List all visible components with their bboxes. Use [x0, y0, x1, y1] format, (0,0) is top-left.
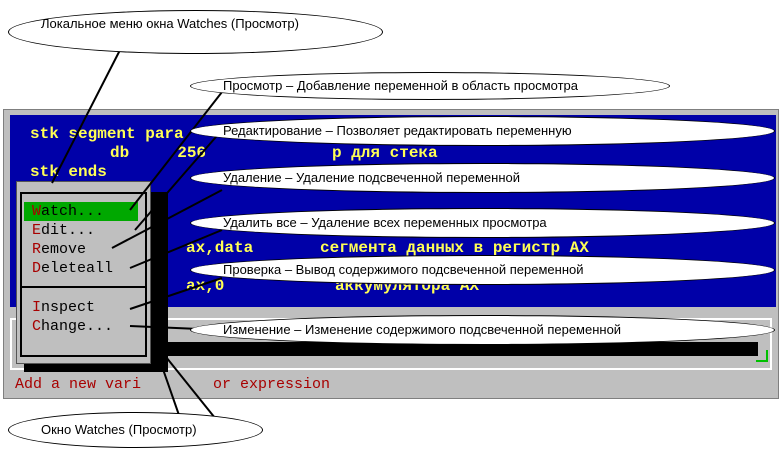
- watches-pane-shadow: [150, 342, 758, 356]
- menu-item-label: emove: [41, 241, 87, 258]
- status-bar: Add a new vari or expression: [10, 375, 772, 394]
- code-comment: р для стека: [332, 144, 438, 162]
- callout-text: Локальное меню окна Watches (Просмотр): [41, 16, 299, 31]
- code-line: stk ends: [30, 163, 107, 181]
- code-line: stk segment para: [30, 125, 184, 143]
- code-line: ax,0: [186, 277, 225, 295]
- menu-hotkey: R: [32, 241, 42, 258]
- callout-text: Окно Watches (Просмотр): [41, 422, 197, 437]
- callout-text: Просмотр – Добавление переменной в облас…: [223, 78, 579, 93]
- menu-item-label: atch...: [41, 203, 105, 220]
- menu-item-deleteall[interactable]: Deleteall: [24, 259, 138, 278]
- menu-item-remove[interactable]: Remove: [24, 240, 138, 259]
- callout-watch: Просмотр – Добавление переменной в облас…: [190, 72, 670, 100]
- callout-local-menu: Локальное меню окна Watches (Просмотр): [8, 10, 383, 54]
- callout-text: Изменение – Изменение содержимого подсве…: [223, 322, 622, 337]
- menu-hotkey: C: [32, 318, 42, 335]
- resize-corner[interactable]: [756, 350, 768, 362]
- callout-remove: Удаление – Удаление подсвеченной перемен…: [190, 163, 775, 193]
- code-line: ax,data: [186, 239, 254, 257]
- menu-item-watch[interactable]: Watch...: [24, 202, 138, 221]
- menu-item-edit[interactable]: Edit...: [24, 221, 138, 240]
- menu-separator: [20, 286, 147, 288]
- menu-hotkey: E: [32, 222, 42, 239]
- menu-hotkey: I: [32, 299, 42, 316]
- menu-frame: [20, 192, 147, 357]
- callout-deleteall: Удалить все – Удаление всех переменных п…: [190, 208, 775, 238]
- callout-edit: Редактирование – Позволяет редактировать…: [190, 116, 775, 146]
- callout-text: Редактирование – Позволяет редактировать…: [223, 123, 572, 138]
- menu-item-inspect[interactable]: Inspect: [24, 298, 138, 317]
- code-line: db 256: [110, 144, 207, 162]
- callout-inspect: Проверка – Вывод содержимого подсвеченно…: [190, 255, 775, 285]
- callout-watch-window: Окно Watches (Просмотр): [8, 412, 263, 448]
- menu-item-label: eleteall: [41, 260, 114, 277]
- callout-text: Проверка – Вывод содержимого подсвеченно…: [223, 262, 584, 277]
- callout-text: Удалить все – Удаление всех переменных п…: [223, 215, 547, 230]
- menu-item-label: nspect: [41, 299, 96, 316]
- callout-text: Удаление – Удаление подсвеченной перемен…: [223, 170, 520, 185]
- menu-item-label: hange...: [41, 318, 114, 335]
- menu-item-label: dit...: [41, 222, 96, 239]
- callout-change: Изменение – Изменение содержимого подсве…: [190, 315, 775, 345]
- code-comment: сегмента данных в регистр AX: [320, 239, 589, 257]
- menu-hotkey: W: [32, 203, 42, 220]
- menu-item-change[interactable]: Change...: [24, 317, 138, 336]
- menu-hotkey: D: [32, 260, 42, 277]
